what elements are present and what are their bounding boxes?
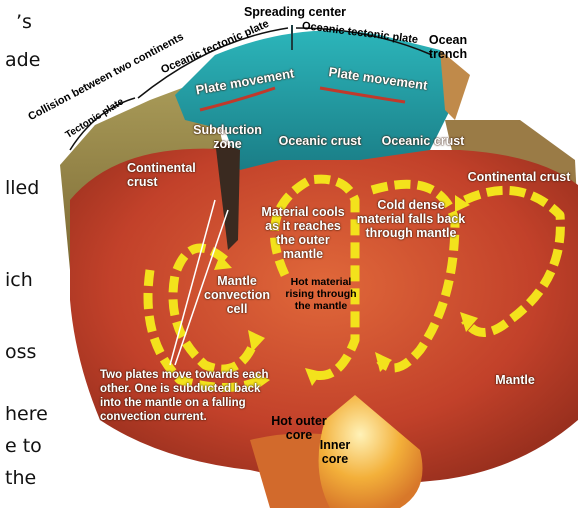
side-text-3: lled	[5, 176, 39, 200]
label-spreading-center: Spreading center	[220, 5, 370, 19]
side-text-4: ich	[5, 268, 33, 292]
side-text-6: here	[5, 402, 48, 426]
label-hot-material-rising: Hot material rising through the mantle	[278, 276, 364, 312]
label-continental-crust-right: Continental crust	[458, 170, 580, 184]
label-two-plates: Two plates move towards each other. One …	[100, 368, 270, 424]
side-text-5: oss	[5, 340, 36, 364]
side-text-8: the	[5, 466, 36, 490]
label-oceanic-crust-right: Oceanic crust	[368, 134, 478, 148]
side-text-7: e to	[5, 434, 42, 458]
label-cold-dense: Cold dense material falls back through m…	[356, 198, 466, 240]
label-material-cools: Material cools as it reaches the outer m…	[255, 205, 351, 261]
side-text-2: ade	[5, 48, 40, 72]
side-text-1: ’s	[16, 10, 32, 34]
label-subduction-zone: Subduction zone	[180, 123, 275, 151]
label-oceanic-crust-left: Oceanic crust	[265, 134, 375, 148]
label-mantle: Mantle	[480, 373, 550, 387]
label-ocean-trench: Ocean trench	[420, 33, 476, 61]
label-mantle-convection-cell: Mantle convection cell	[197, 274, 277, 316]
label-continental-crust-left: Continental crust	[127, 161, 207, 189]
label-inner-core: Inner core	[308, 438, 362, 466]
